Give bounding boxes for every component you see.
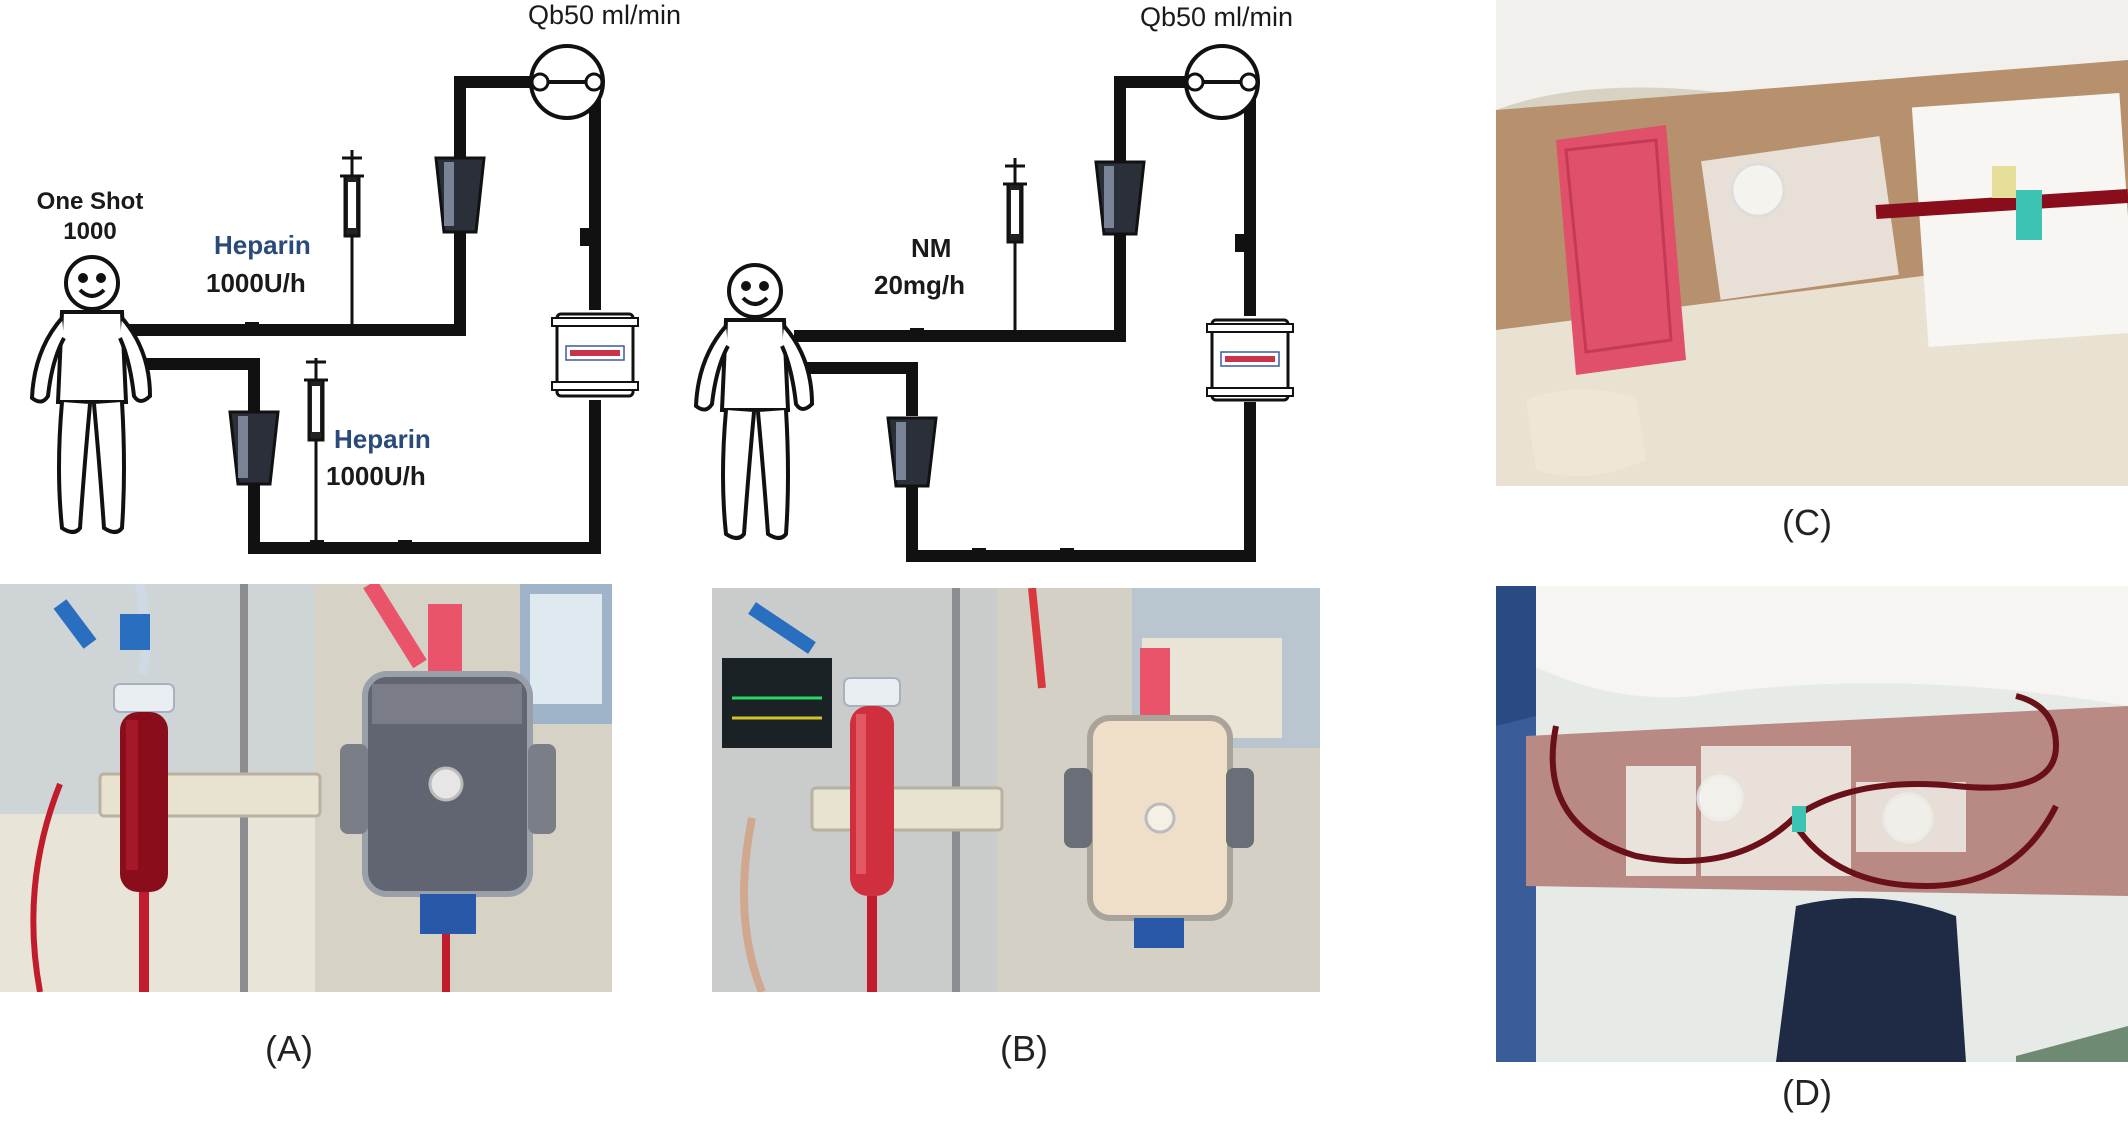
- return-line-b: [906, 402, 1256, 562]
- drip-chamber-upper-a: [434, 156, 486, 234]
- patient-figure-a: [29, 255, 153, 534]
- syringe-lower-a: [304, 358, 328, 548]
- syringe-upper-a: [340, 150, 364, 330]
- drip-chamber-lower-a: [228, 410, 280, 486]
- upper-drug-rate-a: 1000U/h: [206, 268, 306, 298]
- panel-letter-c: (C): [1782, 502, 1832, 543]
- panel-letter-b: (B): [1000, 1028, 1048, 1069]
- drug-rate-b: 20mg/h: [874, 270, 966, 300]
- lower-drug-name-a: Heparin: [334, 424, 431, 454]
- photo-circuit-b: [712, 588, 1320, 992]
- circuit-diagram-b: [693, 44, 1294, 562]
- blood-pump-a: [529, 44, 605, 120]
- bolus-label-a: One Shot 1000: [20, 187, 160, 247]
- photo-circuit-a: [0, 584, 612, 992]
- bolus-label-line2: 1000: [63, 218, 117, 245]
- photo-catheter-d: [1496, 586, 2128, 1062]
- hemofilter-b: [1206, 318, 1294, 402]
- upper-drug-name-a: Heparin: [214, 230, 311, 260]
- hemofilter-a: [551, 312, 639, 398]
- circuit-diagram-a: [29, 44, 639, 554]
- pump-rate-label-a: Qb50 ml/min: [528, 0, 682, 30]
- drip-chamber-lower-b: [886, 416, 938, 488]
- drug-name-b: NM: [911, 233, 952, 263]
- patient-figure-b: [693, 263, 815, 540]
- photo-catheter-c: [1496, 0, 2128, 486]
- panel-letter-d: (D): [1782, 1072, 1832, 1113]
- bolus-label-line1: One Shot: [36, 188, 144, 215]
- blood-pump-b: [1184, 44, 1260, 120]
- panel-letter-a: (A): [265, 1028, 313, 1069]
- syringe-b: [1003, 158, 1027, 336]
- drip-chamber-upper-b: [1094, 160, 1146, 236]
- pump-rate-label-b: Qb50 ml/min: [1140, 2, 1294, 32]
- venous-line-b: [800, 362, 918, 416]
- venous-line-a: [143, 358, 260, 410]
- lower-drug-rate-a: 1000U/h: [326, 461, 426, 491]
